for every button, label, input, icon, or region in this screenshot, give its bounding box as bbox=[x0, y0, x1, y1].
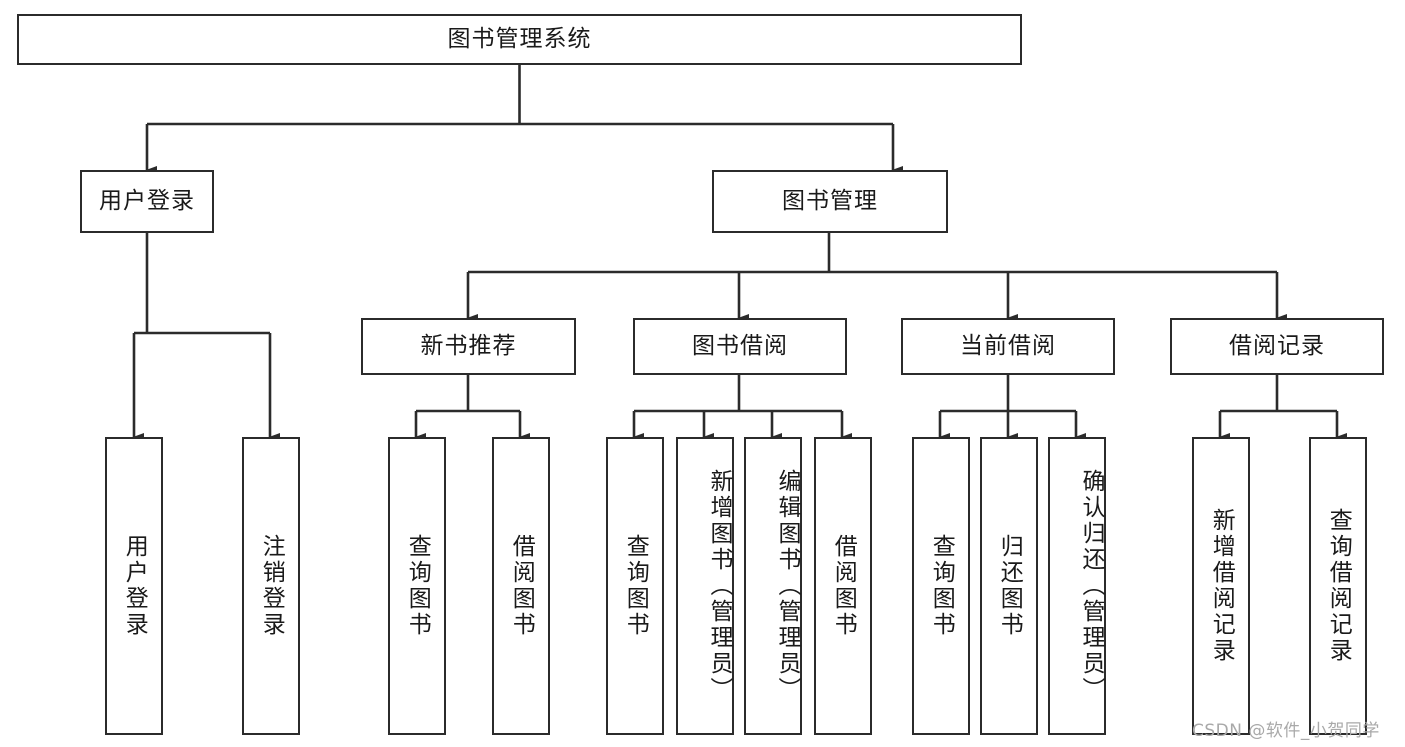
leaf-borrow-book-borrow[interactable]: 借阅图书 bbox=[814, 437, 872, 735]
node-root-system[interactable]: 图书管理系统 bbox=[17, 14, 1022, 65]
node-borrow-record[interactable]: 借阅记录 bbox=[1170, 318, 1384, 375]
leaf-logout-login[interactable]: 注销登录 bbox=[242, 437, 300, 735]
node-book-borrow[interactable]: 图书借阅 bbox=[633, 318, 847, 375]
leaf-borrow-book-new-rec[interactable]: 借阅图书 bbox=[492, 437, 550, 735]
csdn-watermark: CSDN @软件_小贺同学 bbox=[1192, 721, 1380, 741]
leaf-user-login[interactable]: 用户登录 bbox=[105, 437, 163, 735]
leaf-add-book-admin[interactable]: 新增图书（管理员） bbox=[676, 437, 734, 735]
leaf-query-book-current[interactable]: 查询图书 bbox=[912, 437, 970, 735]
leaf-query-book-borrow[interactable]: 查询图书 bbox=[606, 437, 664, 735]
node-current-borrow[interactable]: 当前借阅 bbox=[901, 318, 1115, 375]
leaf-add-borrow-record[interactable]: 新增借阅记录 bbox=[1192, 437, 1250, 735]
leaf-query-borrow-record[interactable]: 查询借阅记录 bbox=[1309, 437, 1367, 735]
leaf-return-book[interactable]: 归还图书 bbox=[980, 437, 1038, 735]
node-new-book-recommend[interactable]: 新书推荐 bbox=[361, 318, 576, 375]
node-book-manage[interactable]: 图书管理 bbox=[712, 170, 948, 233]
node-user-login[interactable]: 用户登录 bbox=[80, 170, 214, 233]
leaf-query-book-new-rec[interactable]: 查询图书 bbox=[388, 437, 446, 735]
leaf-confirm-return-admin[interactable]: 确认归还（管理员） bbox=[1048, 437, 1106, 735]
leaf-edit-book-admin[interactable]: 编辑图书（管理员） bbox=[744, 437, 802, 735]
